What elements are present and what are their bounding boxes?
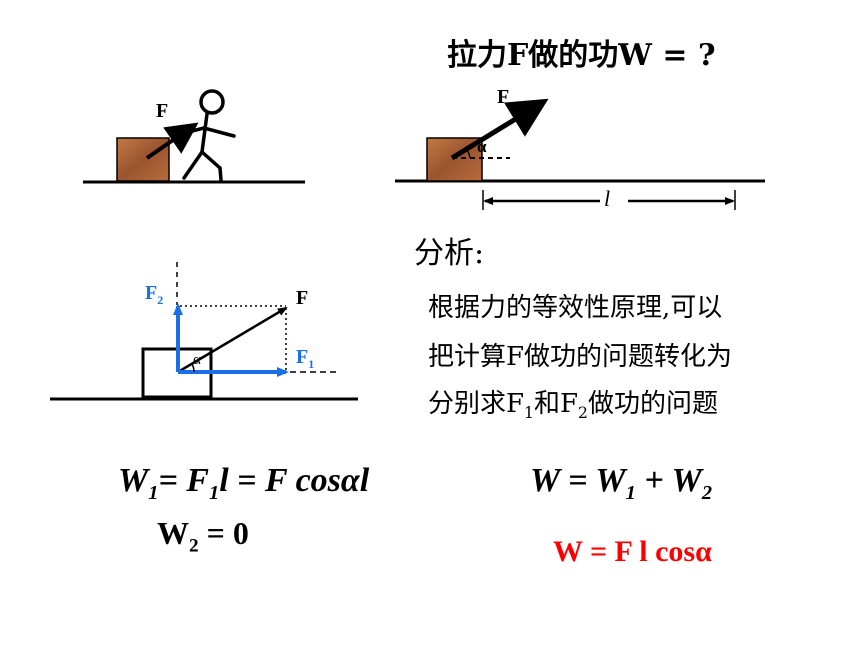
analysis-line-3: 分别求F1和F2做功的问题 xyxy=(428,389,718,423)
force-arrow xyxy=(450,98,549,161)
equation-w1: W1= F1l = F cosαl xyxy=(118,462,370,504)
f-arrow xyxy=(177,306,288,374)
f-label: F xyxy=(296,287,309,309)
force-label: F xyxy=(497,86,510,108)
page-title: 拉力F做的功W = ? xyxy=(447,38,716,73)
f2-label: F2 xyxy=(145,282,164,307)
diagram-angled-force xyxy=(395,98,765,210)
distance-label: l xyxy=(604,186,611,211)
force-label: F xyxy=(156,100,169,122)
angle-label: α xyxy=(477,137,487,156)
f1-label: F1 xyxy=(296,346,315,371)
angle-arc xyxy=(191,363,195,373)
analysis-heading: 分析: xyxy=(414,236,485,271)
diagram-force-decomposition xyxy=(50,262,358,401)
analysis-line-1: 根据力的等效性原理,可以 xyxy=(428,293,723,323)
diagram-person-pulling-box xyxy=(83,89,305,184)
force-arrow xyxy=(145,122,199,160)
equation-w2: W2 = 0 xyxy=(157,515,249,557)
stick-figure-icon xyxy=(182,89,236,182)
equation-w-sum: W = W1 + W2 xyxy=(530,462,713,504)
analysis-line-2: 把计算F做功的问题转化为 xyxy=(428,342,733,372)
equation-w-final: W = F l cosα xyxy=(553,535,712,568)
wooden-box xyxy=(116,137,170,182)
angle-label: α xyxy=(193,352,201,368)
